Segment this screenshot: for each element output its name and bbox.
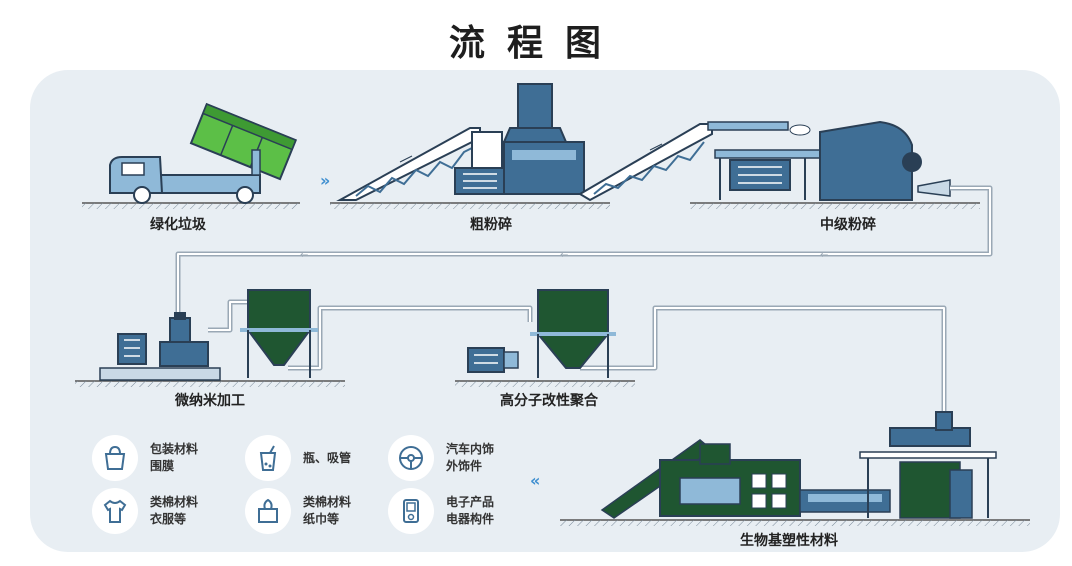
stage-label-micro-nano: 微纳米加工 [175,393,245,409]
stage-label-medium-crushing: 中级粉碎 [820,217,876,233]
product-text: 类棉材料 衣服等 [150,494,198,528]
product-text: 类棉材料 纸巾等 [303,494,351,528]
steering-wheel-icon [388,435,434,481]
flow-arrows: ← ← ← [300,250,828,261]
product-line1: 类棉材料 [303,495,352,509]
arrow-right-icon: » [320,171,330,190]
device-icon [388,488,434,534]
svg-text:←: ← [820,250,828,261]
bag-icon [92,435,138,481]
product-car-interior: 汽车内饰 外饰件 [388,435,494,481]
product-electronics: 电子产品 电器构件 [388,488,494,534]
product-text: 瓶、吸管 [303,450,351,467]
stage-label-bioplastic: 生物基塑性材料 [740,533,838,549]
product-text: 电子产品 电器构件 [446,494,494,528]
bioplastic-factory-icon [560,411,1030,526]
ground-row1 [82,202,980,209]
product-line1: 电子产品 [446,495,495,509]
product-tissue: 类棉材料 纸巾等 [245,488,351,534]
product-line1: 瓶、吸管 [303,450,352,465]
coarse-crusher-icon [336,83,713,202]
product-line2: 围膜 [150,459,175,473]
product-line2: 衣服等 [150,512,187,526]
micro-nano-mill-icon [99,289,318,381]
product-text: 包装材料 围膜 [150,441,198,475]
stage-label-green-waste: 绿化垃圾 [150,217,206,233]
page-title: 流程图 [448,23,623,64]
svg-text:←: ← [300,250,308,261]
product-line2: 纸巾等 [303,512,340,526]
arrow-left-icon: « [530,471,540,490]
stage-label-coarse-crushing: 粗粉碎 [470,217,512,233]
product-line2: 外饰件 [446,459,483,473]
polymer-reactor-icon [467,289,616,378]
product-line2: 电器构件 [446,512,495,526]
garbage-truck-icon [109,102,298,204]
tshirt-icon [92,488,138,534]
cup-straw-icon [245,435,291,481]
product-clothing: 类棉材料 衣服等 [92,488,198,534]
medium-crusher-icon [707,120,951,201]
svg-text:←: ← [560,250,568,261]
product-line1: 包装材料 [150,442,199,456]
product-bottle-straw: 瓶、吸管 [245,435,351,481]
product-packaging: 包装材料 围膜 [92,435,198,481]
product-line1: 汽车内饰 [446,442,495,456]
ground-row2 [75,380,635,387]
product-line1: 类棉材料 [150,495,199,509]
stage-label-polymer: 高分子改性聚合 [500,393,598,409]
product-text: 汽车内饰 外饰件 [446,441,494,475]
tissue-icon [245,488,291,534]
